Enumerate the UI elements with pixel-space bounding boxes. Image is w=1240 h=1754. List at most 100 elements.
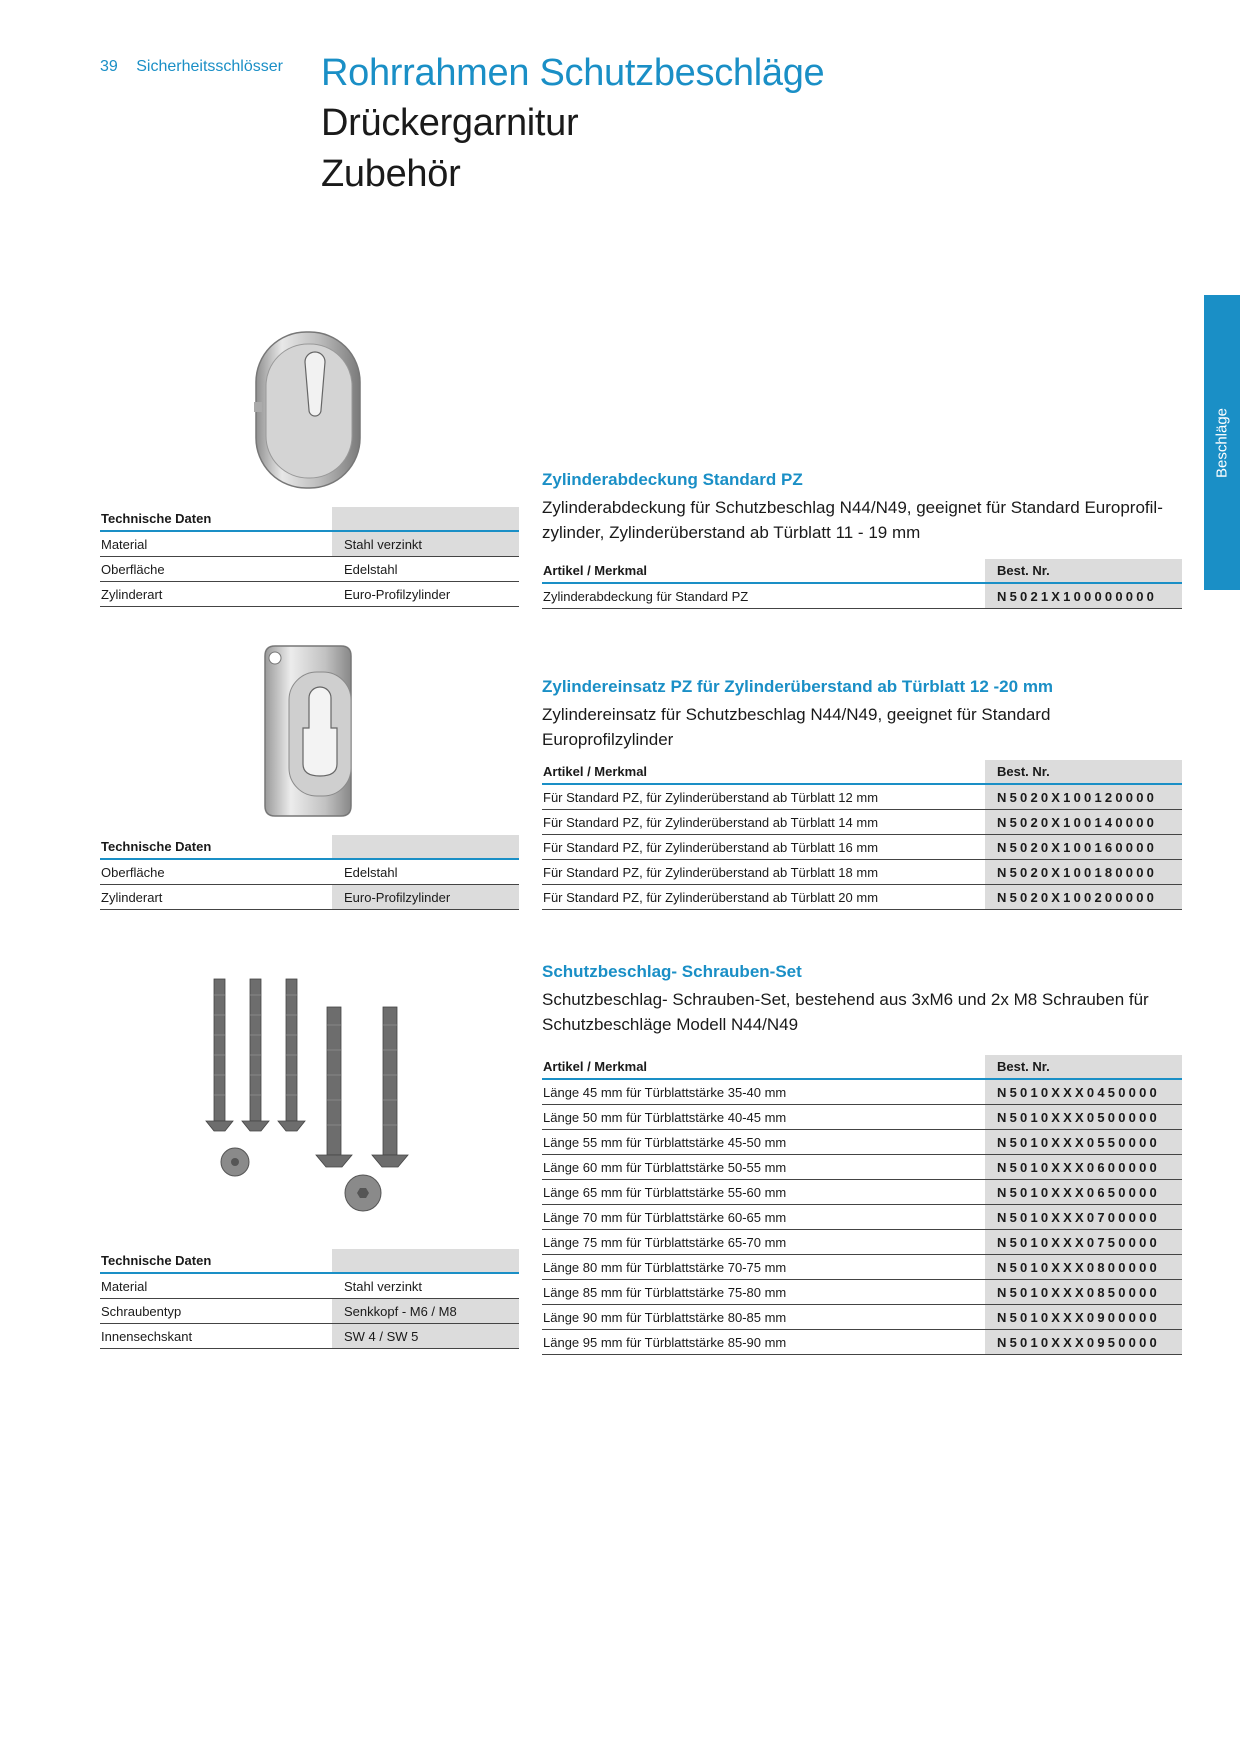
article-header-row: Artikel / Merkmal Best. Nr. <box>542 760 1182 785</box>
article-cell: Länge 60 mm für Türblattstärke 50-55 mm <box>543 1160 787 1175</box>
tech-value: Euro-Profilzylinder <box>344 587 451 602</box>
tech-key: Innensechskant <box>101 1329 193 1344</box>
order-number-cell: N5010XXX0450000 <box>985 1080 1182 1104</box>
table-row: Länge 55 mm für Türblattstärke 45-50 mm … <box>542 1130 1182 1155</box>
tech-heading: Technische Daten <box>101 1253 212 1268</box>
article-cell: Länge 55 mm für Türblattstärke 45-50 mm <box>543 1135 787 1150</box>
tech-value: Euro-Profilzylinder <box>332 885 519 909</box>
page-subtitle-1: Drückergarnitur <box>321 102 579 144</box>
article-header-row: Artikel / Merkmal Best. Nr. <box>542 1055 1182 1080</box>
tech-row: Material Stahl verzinkt <box>100 1274 519 1299</box>
table-row: Für Standard PZ, für Zylinderüberstand a… <box>542 835 1182 860</box>
order-number-cell: N5010XXX0550000 <box>985 1130 1182 1154</box>
tech-key: Oberfläche <box>101 865 165 880</box>
order-number-cell: N5010XXX0700000 <box>985 1205 1182 1229</box>
article-cell: Länge 50 mm für Türblattstärke 40-45 mm <box>543 1110 787 1125</box>
col-article-header: Artikel / Merkmal <box>543 764 648 779</box>
tech-value: Edelstahl <box>344 865 398 880</box>
order-number-cell: N5010XXX0950000 <box>985 1330 1182 1354</box>
article-cell: Länge 85 mm für Türblattstärke 75-80 mm <box>543 1285 787 1300</box>
side-tab-label: Beschläge <box>1213 407 1231 478</box>
tech-row: Material Stahl verzinkt <box>100 532 519 557</box>
section-name: Sicherheitsschlösser <box>136 58 283 75</box>
article-cell: Für Standard PZ, für Zylinderüberstand a… <box>543 815 879 830</box>
page-subtitle-2: Zubehör <box>321 153 461 195</box>
table-row: Länge 75 mm für Türblattstärke 65-70 mm … <box>542 1230 1182 1255</box>
tech-header-row: Technische Daten <box>100 835 519 860</box>
order-number-cell: N5020X100140000 <box>985 810 1182 834</box>
table-row: Für Standard PZ, für Zylinderüberstand a… <box>542 785 1182 810</box>
article-cell: Länge 45 mm für Türblattstärke 35-40 mm <box>543 1085 787 1100</box>
article-cell: Für Standard PZ, für Zylinderüberstand a… <box>543 865 879 880</box>
order-number-cell: N5010XXX0650000 <box>985 1180 1182 1204</box>
tech-header-row: Technische Daten <box>100 1249 519 1274</box>
table-row: Länge 80 mm für Türblattstärke 70-75 mm … <box>542 1255 1182 1280</box>
article-cell: Für Standard PZ, für Zylinderüberstand a… <box>543 840 879 855</box>
tech-row: Zylinderart Euro-Profilzylinder <box>100 885 519 910</box>
article-cell: Länge 65 mm für Türblattstärke 55-60 mm <box>543 1185 787 1200</box>
tech-data-table-3: Technische Daten Material Stahl verzinkt… <box>100 1249 519 1349</box>
table-row: Zylinderabdeckung für Standard PZ N5021X… <box>542 584 1182 609</box>
cylinder-cover-image <box>250 328 370 498</box>
table-row: Länge 85 mm für Türblattstärke 75-80 mm … <box>542 1280 1182 1305</box>
article-table-3: Artikel / Merkmal Best. Nr. Länge 45 mm … <box>542 1055 1182 1355</box>
article-header-row: Artikel / Merkmal Best. Nr. <box>542 559 1182 584</box>
product-2-info: Zylindereinsatz PZ für Zylinderüberstand… <box>542 677 1182 752</box>
tech-row: Oberfläche Edelstahl <box>100 557 519 582</box>
order-number-cell: N5010XXX0750000 <box>985 1230 1182 1254</box>
product-name: Zylindereinsatz PZ für Zylinderüberstand… <box>542 677 1054 696</box>
table-row: Länge 45 mm für Türblattstärke 35-40 mm … <box>542 1080 1182 1105</box>
tech-data-table-1: Technische Daten Material Stahl verzinkt… <box>100 507 519 607</box>
page-title: Rohrrahmen Schutzbeschläge <box>321 52 825 94</box>
tech-value: Edelstahl <box>344 562 398 577</box>
product-name: Zylinderabdeckung Standard PZ <box>542 470 803 489</box>
table-row: Länge 70 mm für Türblattstärke 60-65 mm … <box>542 1205 1182 1230</box>
order-number-cell: N5010XXX0800000 <box>985 1255 1182 1279</box>
tech-header-row: Technische Daten <box>100 507 519 532</box>
article-cell: Länge 95 mm für Türblattstärke 85-90 mm <box>543 1335 787 1350</box>
article-cell: Länge 75 mm für Türblattstärke 65-70 mm <box>543 1235 787 1250</box>
col-number-header: Best. Nr. <box>985 559 1182 582</box>
table-row: Länge 65 mm für Türblattstärke 55-60 mm … <box>542 1180 1182 1205</box>
article-cell: Länge 70 mm für Türblattstärke 60-65 mm <box>543 1210 787 1225</box>
tech-heading: Technische Daten <box>101 511 212 526</box>
product-description: Zylindereinsatz für Schutzbeschlag N44/N… <box>542 705 1051 749</box>
table-row: Länge 50 mm für Türblattstärke 40-45 mm … <box>542 1105 1182 1130</box>
tech-heading: Technische Daten <box>101 839 212 854</box>
tech-key: Schraubentyp <box>101 1304 182 1319</box>
order-number-cell: N5010XXX0850000 <box>985 1280 1182 1304</box>
article-cell: Zylinderabdeckung für Standard PZ <box>543 589 749 604</box>
product-3-info: Schutzbeschlag- Schrauben-Set Schutzbesc… <box>542 962 1182 1037</box>
order-number-cell: N5020X100160000 <box>985 835 1182 859</box>
tech-value: Senkkopf - M6 / M8 <box>332 1299 519 1323</box>
tech-key: Oberfläche <box>101 562 165 577</box>
order-number-cell: N5021X100000000 <box>985 584 1182 608</box>
order-number-cell: N5010XXX0500000 <box>985 1105 1182 1129</box>
col-number-header: Best. Nr. <box>985 760 1182 783</box>
tech-row: Innensechskant SW 4 / SW 5 <box>100 1324 519 1349</box>
article-table-1: Artikel / Merkmal Best. Nr. Zylinderabde… <box>542 559 1182 609</box>
article-cell: Für Standard PZ, für Zylinderüberstand a… <box>543 790 879 805</box>
side-tab-beschlaege[interactable]: Beschläge <box>1204 295 1240 590</box>
tech-row: Oberfläche Edelstahl <box>100 860 519 885</box>
order-number-cell: N5020X100200000 <box>985 885 1182 909</box>
tech-data-table-2: Technische Daten Oberfläche Edelstahl Zy… <box>100 835 519 910</box>
tech-row: Schraubentyp Senkkopf - M6 / M8 <box>100 1299 519 1324</box>
col-number-header: Best. Nr. <box>985 1055 1182 1078</box>
tech-value: Stahl verzinkt <box>332 532 519 556</box>
tech-key: Material <box>101 1279 148 1294</box>
screw-set-image <box>200 975 415 1220</box>
product-description: Zylinderabdeckung für Schutzbeschlag N44… <box>542 498 1163 542</box>
table-row: Länge 95 mm für Türblattstärke 85-90 mm … <box>542 1330 1182 1355</box>
article-cell: Länge 80 mm für Türblattstärke 70-75 mm <box>543 1260 787 1275</box>
tech-value: SW 4 / SW 5 <box>332 1324 519 1348</box>
page-header-meta: 39 Sicherheitsschlösser <box>100 58 283 76</box>
product-description: Schutzbeschlag- Schrauben-Set, bestehend… <box>542 990 1149 1034</box>
article-table-2: Artikel / Merkmal Best. Nr. Für Standard… <box>542 760 1182 910</box>
order-number-cell: N5020X100120000 <box>985 785 1182 809</box>
table-row: Länge 90 mm für Türblattstärke 80-85 mm … <box>542 1305 1182 1330</box>
order-number-cell: N5020X100180000 <box>985 860 1182 884</box>
tech-key: Zylinderart <box>101 587 163 602</box>
product-1-info: Zylinderabdeckung Standard PZ Zylinderab… <box>542 470 1182 545</box>
order-number-cell: N5010XXX0600000 <box>985 1155 1182 1179</box>
